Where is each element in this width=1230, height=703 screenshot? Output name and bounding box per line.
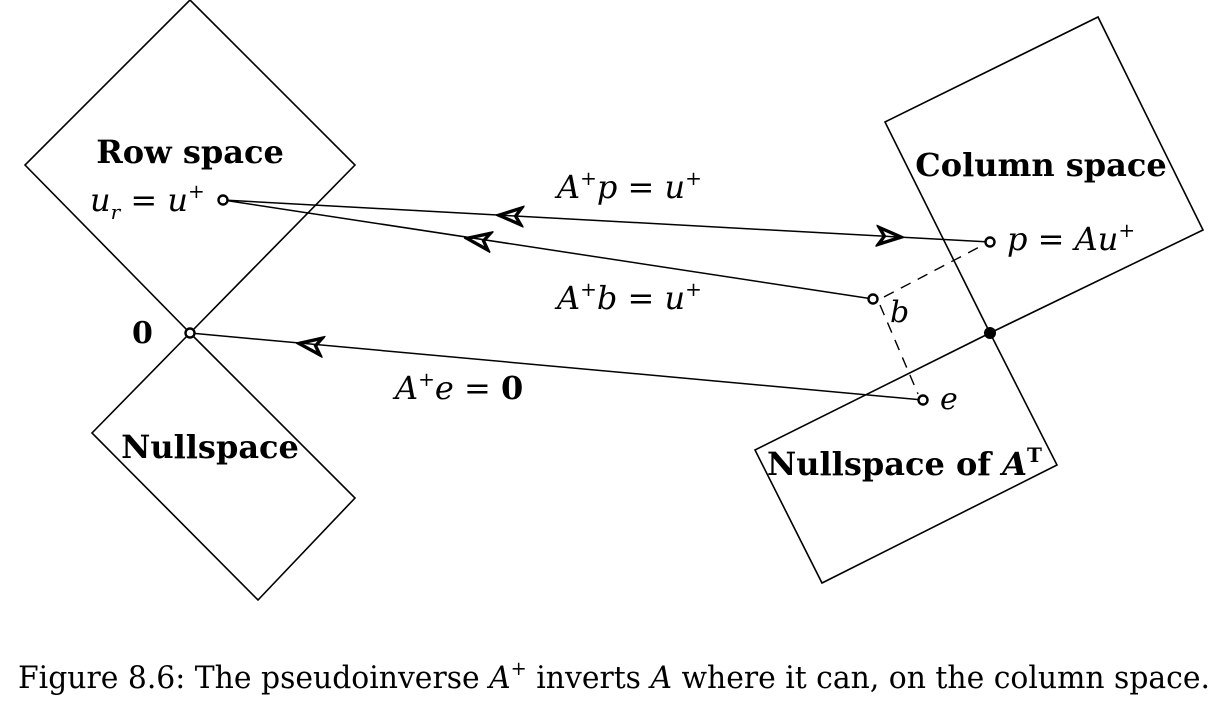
- figure-caption: Figure 8.6: The pseudoinverse A+ inverts…: [18, 656, 1210, 696]
- mapping-line-e-to-zero: [189, 332, 924, 401]
- b-point: [867, 293, 879, 305]
- column-space-origin: [984, 327, 996, 339]
- p-label: p = Au+: [1007, 218, 1135, 258]
- left-nullspace-label: Nullspace of AT: [767, 443, 1042, 483]
- mapping-line-b-to-ur: [222, 199, 874, 300]
- arrow-b-to-ur: [478, 240, 530, 248]
- b-label: b: [890, 295, 909, 330]
- row-space-label: Row space: [96, 133, 284, 171]
- zero-label: 0: [132, 316, 153, 351]
- nullspace-region: [90, 331, 357, 602]
- mapping-label-p: A+p = u+: [554, 166, 702, 206]
- ur-point: [217, 194, 229, 206]
- mapping-label-b: A+b = u+: [554, 277, 702, 317]
- p-point: [984, 236, 996, 248]
- e-point: [917, 394, 929, 406]
- zero-point: [184, 327, 196, 339]
- mapping-line-ur-to-p: [222, 199, 991, 243]
- mapping-label-e: A+e = 0: [392, 367, 523, 407]
- ur-label: ur = u+: [90, 179, 205, 224]
- e-label: e: [940, 382, 958, 417]
- projection-line-b-to-e: [879, 304, 919, 395]
- column-space-region: [883, 15, 1205, 335]
- nullspace-label: Nullspace: [121, 428, 299, 466]
- column-space-label: Column space: [915, 146, 1166, 184]
- projection-line-b-to-p: [883, 243, 986, 298]
- left-nullspace-region: [753, 331, 1059, 585]
